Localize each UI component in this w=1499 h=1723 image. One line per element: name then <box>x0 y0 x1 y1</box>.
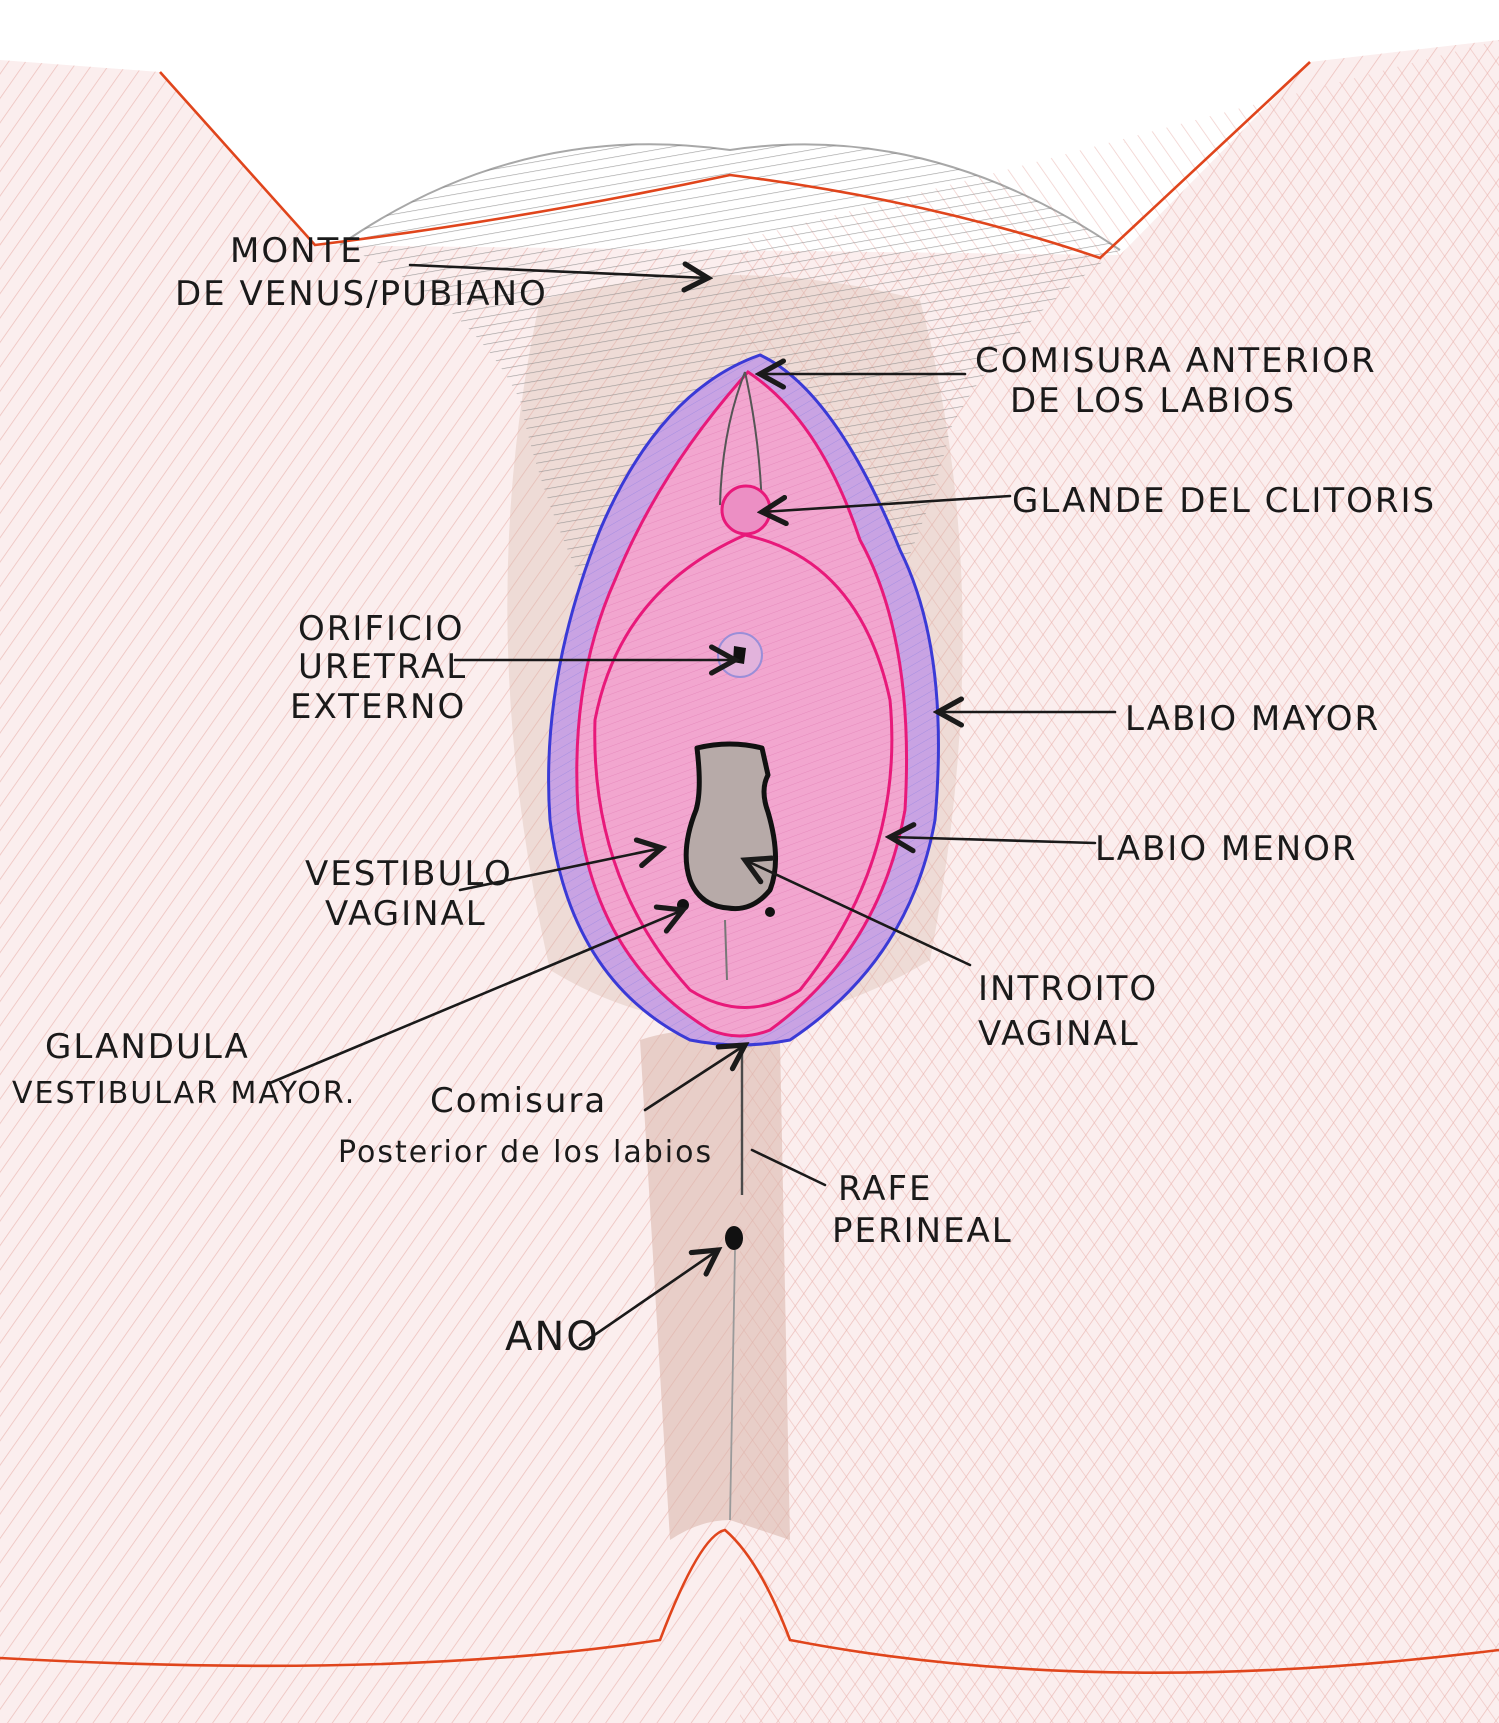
label-labio-menor: LABIO MENOR <box>1095 829 1358 869</box>
label-comisura-posterior-line1: Comisura <box>430 1081 607 1121</box>
label-vestibulo-line1: VESTIBULO <box>305 854 513 894</box>
label-monte-line1: MONTE <box>230 231 364 271</box>
label-introito-line1: INTROITO <box>978 969 1158 1009</box>
label-introito-line2: VAGINAL <box>978 1014 1140 1054</box>
label-comisura-posterior-line2: Posterior de los labios <box>338 1135 713 1170</box>
label-rafe-line1: RAFE <box>838 1169 933 1209</box>
label-rafe-line2: PERINEAL <box>832 1211 1013 1251</box>
label-glandula-line2: VESTIBULAR MAYOR. <box>12 1076 356 1111</box>
label-ano: ANO <box>505 1314 600 1360</box>
label-labio-mayor: LABIO MAYOR <box>1125 699 1380 739</box>
label-glandula-line1: GLANDULA <box>45 1027 250 1067</box>
label-orificio-line2: URETRAL <box>298 647 467 687</box>
anus <box>725 1226 743 1250</box>
label-comisura-anterior-line1: COMISURA ANTERIOR <box>975 341 1377 381</box>
glans-clitoris <box>722 486 770 534</box>
label-vestibulo-line2: VAGINAL <box>325 894 487 934</box>
label-orificio-line3: EXTERNO <box>290 687 466 727</box>
label-comisura-anterior-line2: DE LOS LABIOS <box>1010 381 1296 421</box>
label-orificio-line1: ORIFICIO <box>298 609 465 649</box>
label-monte-line2: DE VENUS/PUBIANO <box>175 274 548 314</box>
label-glande: GLANDE DEL CLITORIS <box>1012 481 1436 521</box>
urethral-orifice <box>718 633 762 677</box>
gland-dot-right <box>765 907 775 917</box>
